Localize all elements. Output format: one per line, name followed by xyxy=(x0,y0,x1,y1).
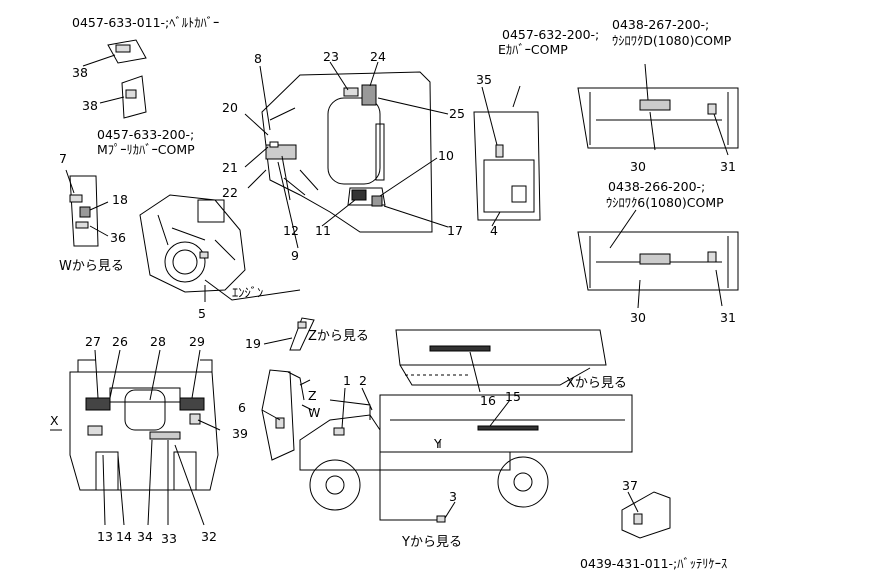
e-cover-ref-1: 0457-632-200-; xyxy=(502,27,600,42)
battery-case-part xyxy=(621,491,671,539)
callout-20: 20 xyxy=(222,100,238,115)
callout-21: 21 xyxy=(222,160,238,175)
callout-32: 32 xyxy=(201,529,217,544)
callout-10: 10 xyxy=(438,148,454,163)
callout-38a: 38 xyxy=(72,65,88,80)
y-view-label: Yから見る xyxy=(402,535,462,550)
callout-38b: 38 xyxy=(82,98,98,113)
tail-6-ref-1: 0438-266-200-; xyxy=(608,179,706,194)
front-view-vehicle xyxy=(50,349,221,526)
e-cover-part xyxy=(473,85,541,227)
callout-24: 24 xyxy=(370,49,386,64)
belt-cover-part xyxy=(82,39,147,67)
battery-case-ref: 0439-431-011-;ﾊﾞｯﾃﾘｹｰｽ xyxy=(580,556,728,571)
callout-3: 3 xyxy=(449,489,457,504)
callout-7: 7 xyxy=(59,151,67,166)
callout-31b: 31 xyxy=(720,310,736,325)
callout-26: 26 xyxy=(112,334,128,349)
callout-31a: 31 xyxy=(720,159,736,174)
callout-13: 13 xyxy=(97,529,113,544)
pulley-cover-ref-2: MﾌﾟｰﾘｶﾊﾞｰCOMP xyxy=(97,142,195,157)
pulley-cover-part xyxy=(99,75,147,119)
callout-28: 28 xyxy=(150,334,166,349)
callout-6: 6 xyxy=(238,400,246,415)
engine-drawing xyxy=(139,194,301,302)
dash-top-view xyxy=(244,61,449,249)
callout-36: 36 xyxy=(110,230,126,245)
z-view-label: Zから見る xyxy=(308,329,369,344)
tail-gate-d xyxy=(577,63,739,156)
side-view-vehicle xyxy=(261,369,633,523)
callout-16: 16 xyxy=(480,393,496,408)
callout-5: 5 xyxy=(198,306,206,321)
callout-4: 4 xyxy=(490,223,498,238)
z-view-handle xyxy=(263,317,315,351)
w-view-panel xyxy=(65,169,109,247)
e-cover-ref-2: EｶﾊﾞｰCOMP xyxy=(498,42,568,57)
callout-11: 11 xyxy=(315,223,331,238)
tail-gate-6 xyxy=(577,209,739,309)
arrow-z-label: Z xyxy=(308,388,317,403)
callout-1: 1 xyxy=(343,373,351,388)
belt-cover-ref: 0457-633-011-;ﾍﾞﾙﾄｶﾊﾞｰ xyxy=(72,15,220,30)
callout-8: 8 xyxy=(254,51,262,66)
arrow-w-label: W xyxy=(308,405,321,420)
x-view-deck xyxy=(395,329,607,393)
w-view-label: Wから見る xyxy=(59,259,124,274)
callout-15: 15 xyxy=(505,389,521,404)
tail-d-ref-2: ｳｼﾛﾜｸD(1080)COMP xyxy=(612,33,732,48)
callout-35: 35 xyxy=(476,72,492,87)
tail-6-ref-2: ｳｼﾛﾜｸ6(1080)COMP xyxy=(606,195,724,210)
callout-39: 39 xyxy=(232,426,248,441)
callout-30a: 30 xyxy=(630,159,646,174)
callout-19: 19 xyxy=(245,336,261,351)
callout-25: 25 xyxy=(449,106,465,121)
engine-label: ｴﾝｼﾞﾝ xyxy=(232,285,264,300)
callout-30b: 30 xyxy=(630,310,646,325)
callout-27: 27 xyxy=(85,334,101,349)
callout-14: 14 xyxy=(116,529,132,544)
callout-18: 18 xyxy=(112,192,128,207)
callout-23: 23 xyxy=(323,49,339,64)
pulley-cover-ref-1: 0457-633-200-; xyxy=(97,127,195,142)
callout-12: 12 xyxy=(283,223,299,238)
x-view-label: Xから見る xyxy=(566,376,627,391)
callout-17: 17 xyxy=(447,223,463,238)
callout-33: 33 xyxy=(161,531,177,546)
callout-9: 9 xyxy=(291,248,299,263)
tail-d-ref-1: 0438-267-200-; xyxy=(612,17,710,32)
arrow-y-label: Y xyxy=(434,436,442,451)
callout-37: 37 xyxy=(622,478,638,493)
arrow-x-label: X xyxy=(50,413,59,428)
callout-34: 34 xyxy=(137,529,153,544)
callout-2: 2 xyxy=(359,373,367,388)
callout-22: 22 xyxy=(222,185,238,200)
callout-29: 29 xyxy=(189,334,205,349)
